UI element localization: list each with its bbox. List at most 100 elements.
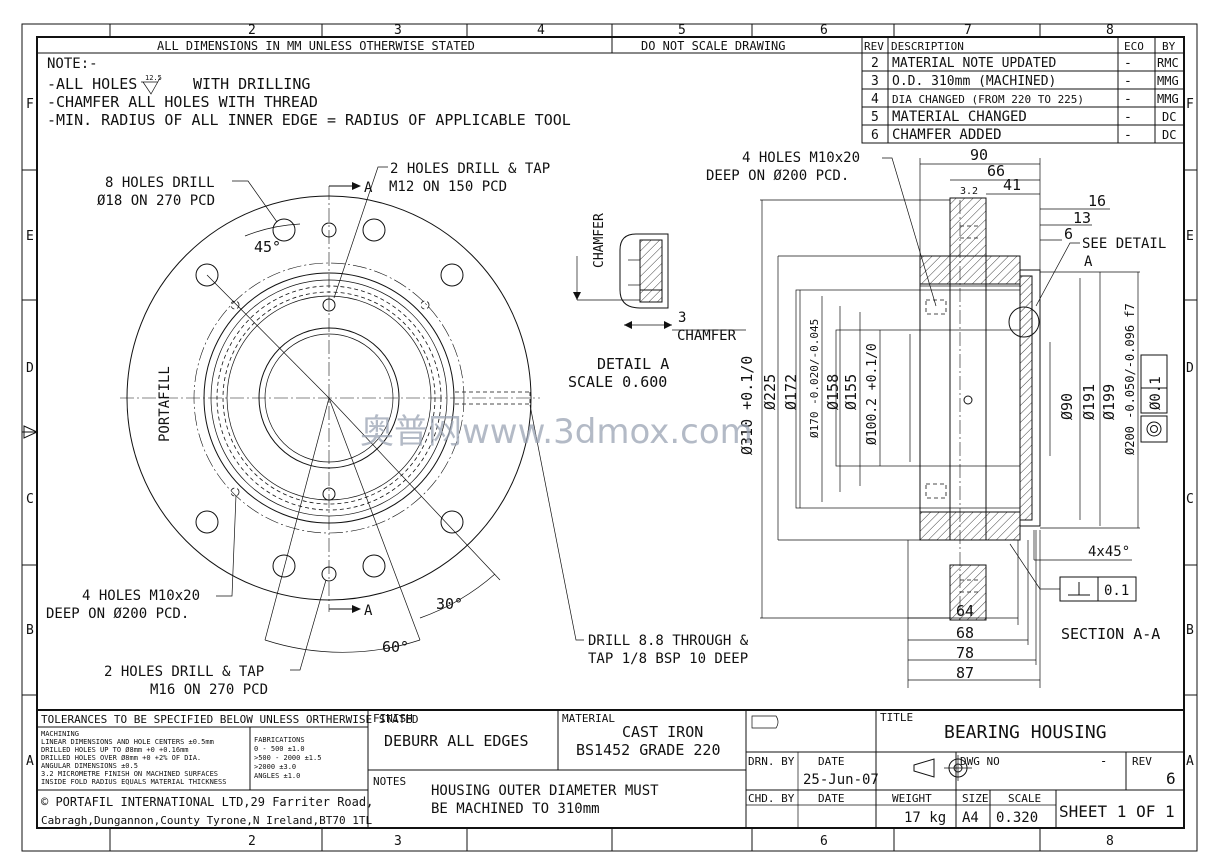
section-title: SECTION A-A — [1061, 625, 1160, 643]
material-line-1: CAST IRON — [622, 723, 703, 741]
size-value: A4 — [962, 810, 979, 826]
zone-row-e-right: E — [1186, 229, 1194, 244]
zone-row-b: B — [26, 623, 34, 638]
machining-line: INSIDE FOLD RADIUS EQUALS MATERIAL THICK… — [41, 778, 226, 786]
dim-200-f7: Ø200 -0.050/-0.096 f7 — [1123, 303, 1137, 455]
zone-col-4: 4 — [537, 23, 545, 38]
rev-row-desc: MATERIAL CHANGED — [892, 109, 1027, 125]
detail-chamfer-v: CHAMFER — [592, 213, 607, 268]
zone-row-b-right: B — [1186, 623, 1194, 638]
dim-155: Ø155 — [842, 374, 860, 410]
rev-header-eco: ECO — [1124, 40, 1144, 53]
projection-symbol — [913, 755, 972, 781]
zone-row-f: F — [26, 97, 34, 112]
dim-64: 64 — [956, 602, 974, 620]
rev-row-desc: O.D. 310mm (MACHINED) — [892, 74, 1056, 89]
zone-row-e: E — [26, 229, 34, 244]
rev-row-rev: 3 — [871, 74, 879, 89]
zone-row-a: A — [26, 754, 34, 769]
notes-title: NOTE:- — [47, 56, 98, 72]
rev-row-eco: - — [1124, 74, 1132, 89]
tapped-hole-m16 — [321, 222, 337, 238]
angle-60: 60° — [382, 638, 409, 656]
bolt-holes-270-pcd — [195, 218, 464, 578]
zone-col-7: 7 — [964, 23, 972, 38]
rev-row-by: MMG — [1157, 92, 1179, 106]
title-value: BEARING HOUSING — [944, 722, 1107, 743]
section-a-a: Ø310 +0.1/0 Ø225 Ø172 Ø170 -0.020/-0.045… — [706, 146, 1168, 688]
callout-m16-2: M16 ON 270 PCD — [150, 682, 268, 698]
company-line-1: © PORTAFIL INTERNATIONAL LTD,29 Farriter… — [41, 795, 373, 809]
detail-chamfer-dim: 3 — [678, 310, 686, 326]
dwg-no-value: - — [1100, 754, 1107, 768]
rev-row-desc: DIA CHANGED (FROM 220 TO 225) — [892, 93, 1084, 106]
dim-top-66: 66 — [987, 162, 1005, 180]
rev-row-desc: MATERIAL NOTE UPDATED — [892, 56, 1057, 71]
company-line-2: Cabragh,Dungannon,County Tyrone,N Irelan… — [41, 814, 373, 827]
dim-199: Ø199 — [1100, 384, 1118, 420]
drn-by-label: DRN. BY — [748, 755, 795, 768]
zone-col-8-bottom: 8 — [1106, 834, 1114, 849]
angle-45: 45° — [254, 238, 281, 256]
zone-row-d-right: D — [1186, 361, 1194, 376]
notes-line-2: BE MACHINED TO 310mm — [431, 801, 600, 817]
bolt-hole — [362, 554, 386, 578]
tapped-hole-m12 — [322, 298, 336, 312]
rev-value: 6 — [1166, 769, 1176, 788]
fabrication-line: >2000 ±3.0 — [254, 763, 296, 771]
rev-row-desc: CHAMFER ADDED — [892, 127, 1002, 143]
zone-row-c-right: C — [1186, 492, 1194, 507]
rev-row-by: DC — [1162, 110, 1176, 124]
detail-a: CHAMFER 3 CHAMFER DETAIL A SCALE 0.600 — [568, 213, 746, 391]
dim-top-41: 41 — [1003, 176, 1021, 194]
callout-m16-1: 2 HOLES DRILL & TAP — [104, 664, 264, 680]
concentric-tolerance: Ø0.1 — [1148, 376, 1164, 410]
zone-col-6: 6 — [820, 23, 828, 38]
angle-30: 30° — [436, 595, 463, 613]
watermark-text: 奥普网www.3dmox.com — [360, 412, 753, 452]
surface-finish-symbol — [141, 77, 161, 95]
machining-line: DRILLED HOLES OVER Ø8mm +0 +2% OF DIA. — [41, 754, 201, 762]
dim-87: 87 — [956, 664, 974, 682]
rev-header-desc: DESCRIPTION — [891, 40, 964, 53]
chd-by-label: CHD. BY — [748, 792, 795, 805]
material-line-2: BS1452 GRADE 220 — [576, 741, 721, 759]
portafill-label: PORTAFILL — [157, 366, 173, 442]
perpendicularity-symbol — [1068, 582, 1090, 596]
rev-row-eco: - — [1124, 110, 1132, 125]
section-mark-bottom: A — [364, 603, 373, 619]
zone-row-a-right: A — [1186, 754, 1194, 769]
zone-col-6-bottom: 6 — [820, 834, 828, 849]
outer-border — [21, 23, 1198, 852]
callout-m12-1: 2 HOLES DRILL & TAP — [390, 161, 550, 177]
fabrication-line: FABRICATIONS — [254, 736, 305, 744]
fabrication-line: >500 - 2000 ±1.5 — [254, 754, 321, 762]
callout-4holes-1: 4 HOLES M10x20 — [82, 588, 200, 604]
section-mark-top: A — [364, 180, 373, 196]
dim-13: 13 — [1073, 209, 1091, 227]
weight-label: WEIGHT — [892, 792, 932, 805]
company-logo — [751, 715, 779, 729]
zone-row-d: D — [26, 361, 34, 376]
rev-header-rev: REV — [864, 40, 884, 53]
callout-8holes-1: 8 HOLES DRILL — [105, 175, 215, 191]
machining-line: MACHINING — [41, 730, 79, 738]
zone-labels: 2 3 4 5 6 7 8 2 3 6 8 F E D C B A F E D … — [26, 23, 1194, 849]
dim-od-310: Ø310 +0.1/0 — [738, 356, 756, 455]
callout-m12-2: M12 ON 150 PCD — [389, 179, 507, 195]
tapped-hole-m16 — [321, 566, 337, 582]
chamfer-4x45: 4x45° — [1088, 544, 1130, 560]
callout-4holes-2: DEEP ON Ø200 PCD. — [46, 606, 189, 622]
weight-value: 17 kg — [904, 810, 946, 826]
scale-label: SCALE — [1008, 792, 1041, 805]
concentricity-symbol — [1146, 421, 1162, 437]
dim-6: 6 — [1064, 225, 1073, 243]
zone-col-3-bottom: 3 — [394, 834, 402, 849]
dim-78: 78 — [956, 644, 974, 662]
title-label: TITLE — [880, 711, 913, 724]
dwg-no-label: DWG NO — [960, 755, 1000, 768]
dim-16: 16 — [1088, 192, 1106, 210]
section-callout-1: 4 HOLES M10x20 — [742, 150, 860, 166]
zone-ticks — [22, 24, 1197, 851]
